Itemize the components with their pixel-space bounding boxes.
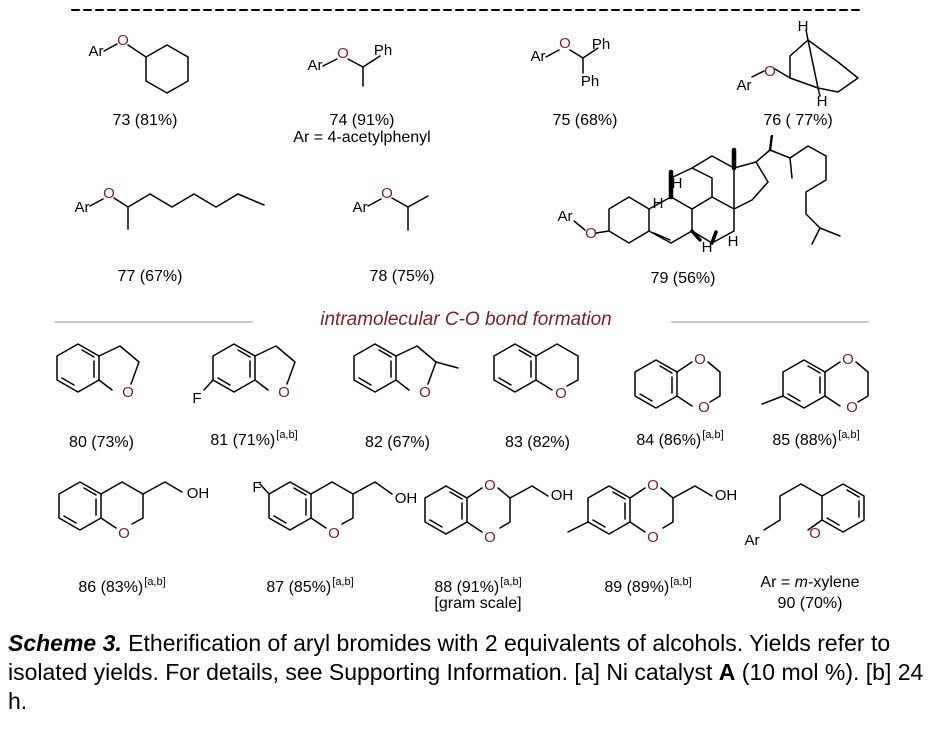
structure-73 <box>103 43 189 94</box>
atom-label-o: O <box>381 185 393 202</box>
atom-label-f: F <box>192 390 201 407</box>
structures-svg: ArOArOPhArOPhPhArOHHArOArOArOHHHHOFOOOOO… <box>54 9 869 549</box>
atom-label-f: F <box>252 479 261 496</box>
atom-label-o: O <box>484 477 496 494</box>
label-74: 74 (91%) <box>329 112 395 129</box>
caption-heading: Scheme 3. <box>8 630 122 656</box>
caption-catalyst: A <box>718 659 736 685</box>
structure-90 <box>763 483 865 533</box>
atom-label-ph: Ph <box>374 42 392 59</box>
label-82: 82 (67%) <box>365 434 430 451</box>
structure-76 <box>751 29 859 97</box>
atom-label-ph: Ph <box>592 36 610 53</box>
caption-text-end: (10 mol %). [b] 24 h. <box>8 659 924 714</box>
label-78: 78 (75%) <box>369 268 435 285</box>
structure-79 <box>573 133 841 245</box>
atom-label-o: O <box>555 385 567 402</box>
atom-label-o: O <box>842 351 854 368</box>
atom-label-o: O <box>117 32 129 49</box>
atom-label-ar: Ar <box>558 208 573 225</box>
label-76: 76 ( 77%) <box>763 112 833 129</box>
structure-74 <box>322 55 381 87</box>
atom-label-o: O <box>559 35 571 52</box>
atom-label-h: H <box>798 18 809 35</box>
label-83: 83 (82%) <box>505 434 570 451</box>
caption-text: Etherification of aryl bromides with 2 e… <box>8 630 891 685</box>
atom-label-o: O <box>118 525 130 542</box>
atom-label-o: O <box>698 399 710 416</box>
atom-label-o: O <box>846 399 858 416</box>
structure-78 <box>367 195 429 231</box>
label-79: 79 (56%) <box>650 270 716 287</box>
structure-81 <box>203 343 296 393</box>
atom-label-h: H <box>702 239 713 256</box>
structure-83 <box>493 343 579 393</box>
atom-label-o: O <box>585 225 597 242</box>
label-81: 81 (71%)[a,b] <box>210 429 298 449</box>
label-75: 75 (68%) <box>552 112 618 129</box>
atom-label-o: O <box>328 525 340 542</box>
atom-label-oh: OH <box>551 487 574 504</box>
atom-label-ar: Ar <box>737 77 752 94</box>
atom-label-h: H <box>728 233 739 250</box>
section-title: intramolecular C-O bond formation <box>320 309 612 330</box>
atom-label-h: H <box>672 175 683 192</box>
structure-75 <box>545 47 599 74</box>
label-89: 89 (89%)[a,b] <box>604 576 692 596</box>
atom-label-o: O <box>484 529 496 546</box>
structure-82 <box>353 343 459 393</box>
atom-label-h: H <box>653 195 664 212</box>
structure-77 <box>89 193 265 230</box>
atom-label-o: O <box>694 351 706 368</box>
atom-label-oh: OH <box>187 485 210 502</box>
label-90: 90 (70%) <box>777 595 843 612</box>
structure-85 <box>761 359 869 409</box>
label-80: 80 (73%) <box>69 434 134 451</box>
atom-label-o: O <box>278 384 290 401</box>
atom-label-ar: Ar <box>89 43 104 60</box>
atom-label-ar: Ar <box>745 532 760 549</box>
note-90: Ar = m-xylene <box>760 574 860 591</box>
atom-label-o: O <box>122 384 134 401</box>
atom-label-ph: Ph <box>581 73 599 90</box>
atom-label-ar: Ar <box>531 48 546 65</box>
structure-86 <box>58 481 183 531</box>
atom-label-ar: Ar <box>353 199 368 216</box>
atom-label-o: O <box>419 384 431 401</box>
atom-label-o: O <box>103 185 115 202</box>
note-88: [gram scale] <box>434 595 522 612</box>
atom-label-o: O <box>764 63 776 80</box>
label-88: 88 (91%)[a,b] <box>434 576 522 596</box>
label-85: 85 (88%)[a,b] <box>772 429 860 449</box>
label-77: 77 (67%) <box>117 268 183 285</box>
atom-label-o: O <box>337 45 349 62</box>
structure-84 <box>634 359 721 409</box>
structure-87 <box>259 481 393 531</box>
label-86: 86 (83%)[a,b] <box>78 576 166 596</box>
structure-89 <box>567 485 713 535</box>
atom-label-ar: Ar <box>308 57 323 74</box>
label-84: 84 (86%)[a,b] <box>636 429 724 449</box>
structure-88 <box>424 485 549 535</box>
atom-label-ar: Ar <box>75 199 90 216</box>
atom-label-o: O <box>809 525 821 542</box>
atom-label-oh: OH <box>395 490 418 507</box>
atom-label-o: O <box>647 529 659 546</box>
label-73: 73 (81%) <box>112 112 178 129</box>
atom-label-h: H <box>817 93 828 110</box>
structure-80 <box>56 343 140 393</box>
atom-label-oh: OH <box>715 487 738 504</box>
figure-caption: Scheme 3. Etherification of aryl bromide… <box>8 629 926 716</box>
label-87: 87 (85%)[a,b] <box>266 576 354 596</box>
atom-label-o: O <box>647 477 659 494</box>
note-74: Ar = 4-acetylphenyl <box>293 129 431 146</box>
